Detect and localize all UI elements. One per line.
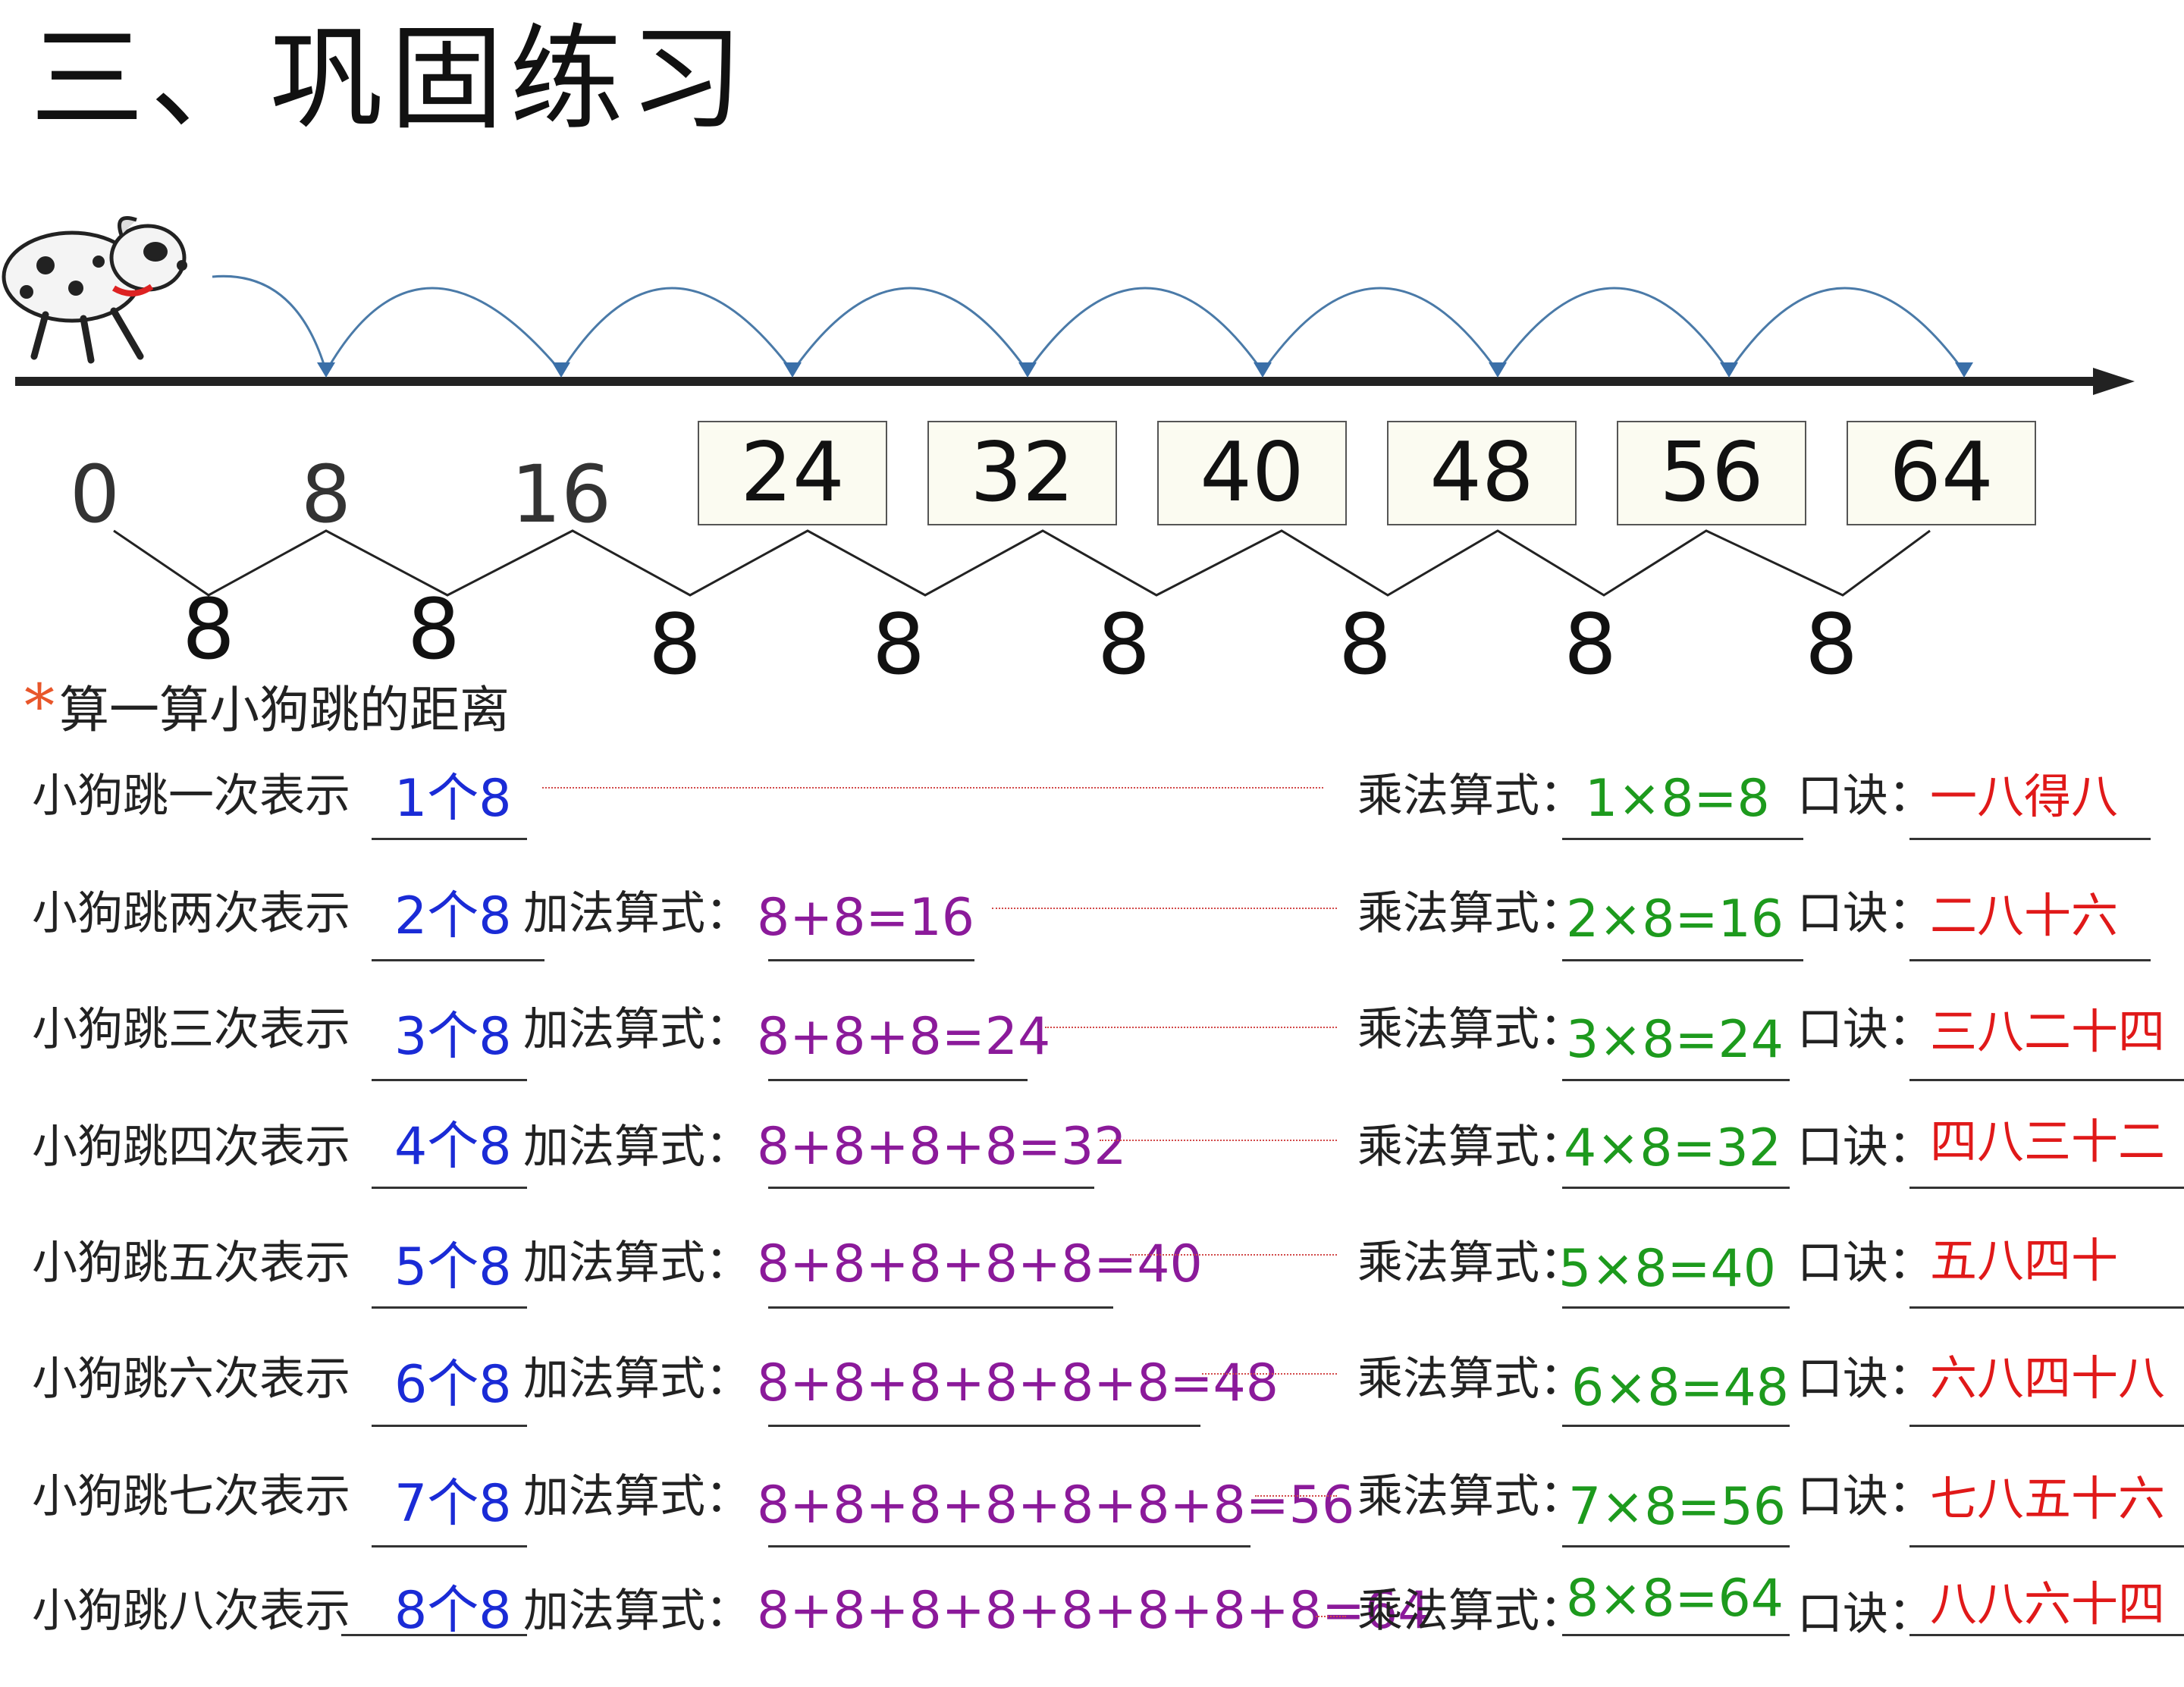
step-label: 8 (872, 596, 925, 693)
page-title: 三、巩固练习 (30, 14, 750, 146)
step-label: 8 (1564, 596, 1617, 693)
row-prefix: 小狗跳四次表示 (32, 1121, 350, 1174)
rhyme-answer: 七八五十六 (1930, 1471, 2166, 1526)
mul-label: 乘法算式： (1357, 770, 1585, 823)
row-prefix: 小狗跳两次表示 (32, 887, 350, 940)
rhyme-answer: 三八二十四 (1930, 1004, 2166, 1059)
row-prefix: 小狗跳七次表示 (32, 1470, 350, 1523)
rhyme-answer: 五八四十 (1930, 1233, 2119, 1288)
rhyme-label: 口诀： (1797, 1588, 1934, 1641)
row-prefix: 小狗跳八次表示 (32, 1585, 350, 1638)
subhead-text: 算一算小狗跳的距离 (59, 681, 510, 739)
add-answer: 8+8=16 (757, 888, 975, 948)
tick-8: 8 (300, 448, 352, 541)
rhyme-label: 口诀： (1797, 1470, 1934, 1523)
mul-answer: 5×8=40 (1558, 1239, 1777, 1299)
count-answer: 4个8 (394, 1117, 512, 1177)
tick-box-32: 32 (927, 421, 1117, 525)
rhyme-label: 口诀： (1797, 1237, 1934, 1290)
mul-answer: 3×8=24 (1566, 1010, 1784, 1070)
exercise-row-5: 小狗跳五次表示 5个8 加法算式： 8+8+8+8+8=40 乘法算式： 5×8… (0, 1234, 2184, 1348)
add-label: 加法算式： (523, 887, 751, 940)
mul-label: 乘法算式： (1357, 1470, 1585, 1523)
row-prefix: 小狗跳五次表示 (32, 1237, 350, 1290)
add-answer: 8+8+8+8=32 (757, 1117, 1127, 1177)
mul-answer: 1×8=8 (1585, 769, 1770, 829)
rhyme-label: 口诀： (1797, 1003, 1934, 1056)
number-line (15, 274, 2135, 597)
count-answer: 3个8 (394, 1007, 512, 1067)
row-prefix: 小狗跳三次表示 (32, 1003, 350, 1056)
rhyme-answer: 六八四十八 (1930, 1350, 2166, 1406)
step-label: 8 (407, 581, 460, 678)
star-icon: * (24, 671, 55, 742)
step-label: 8 (1338, 596, 1392, 693)
count-answer: 8个8 (394, 1581, 512, 1641)
tick-box-40: 40 (1157, 421, 1347, 525)
rhyme-answer: 二八十六 (1930, 888, 2119, 943)
mul-answer: 4×8=32 (1564, 1118, 1782, 1178)
mul-label: 乘法算式： (1357, 1237, 1585, 1290)
add-answer: 8+8+8+8+8+8=48 (757, 1353, 1279, 1413)
count-answer: 1个8 (394, 769, 512, 829)
tick-box-56: 56 (1617, 421, 1806, 525)
add-label: 加法算式： (523, 1353, 751, 1406)
add-answer: 8+8+8+8+8+8+8=56 (757, 1475, 1355, 1535)
rhyme-label: 口诀： (1797, 887, 1934, 940)
add-label: 加法算式： (523, 1003, 751, 1056)
exercise-row-7: 小狗跳七次表示 7个8 加法算式： 8+8+8+8+8+8+8=56 乘法算式：… (0, 1469, 2184, 1583)
dog-icon (2, 216, 187, 364)
exercise-row-3: 小狗跳三次表示 3个8 加法算式： 8+8+8=24 乘法算式： 3×8=24 … (0, 1001, 2184, 1115)
count-answer: 5个8 (394, 1237, 512, 1297)
row-prefix: 小狗跳六次表示 (32, 1353, 350, 1406)
step-label: 8 (1097, 596, 1150, 693)
mul-answer: 7×8=56 (1568, 1477, 1787, 1537)
mul-answer: 8×8=64 (1566, 1569, 1784, 1629)
exercise-row-6: 小狗跳六次表示 6个8 加法算式： 8+8+8+8+8+8=48 乘法算式： 6… (0, 1352, 2184, 1466)
section-subhead: *算一算小狗跳的距离 (24, 676, 510, 737)
step-label: 8 (1805, 596, 1858, 693)
add-answer: 8+8+8+8+8+8+8+8=64 (757, 1581, 1431, 1641)
add-label: 加法算式： (523, 1470, 751, 1523)
tick-box-24: 24 (698, 421, 887, 525)
rhyme-label: 口诀： (1797, 770, 1934, 823)
exercise-row-2: 小狗跳两次表示 2个8 加法算式： 8+8=16 乘法算式： 2×8=16 口诀… (0, 883, 2184, 997)
mul-answer: 6×8=48 (1571, 1358, 1790, 1418)
mul-label: 乘法算式： (1357, 887, 1585, 940)
count-answer: 2个8 (394, 886, 512, 946)
add-label: 加法算式： (523, 1585, 751, 1638)
add-label: 加法算式： (523, 1121, 751, 1174)
row-prefix: 小狗跳一次表示 (32, 770, 350, 823)
exercise-row-1: 小狗跳一次表示 1个8 乘法算式： 1×8=8 口诀： 一八得八 (0, 766, 2184, 880)
add-answer: 8+8+8+8+8=40 (757, 1234, 1203, 1294)
rhyme-label: 口诀： (1797, 1353, 1934, 1406)
arrow-head-icon (2093, 368, 2135, 395)
rhyme-answer: 四八三十二 (1930, 1114, 2166, 1169)
tick-16: 16 (510, 448, 612, 541)
mul-label: 乘法算式： (1357, 1121, 1585, 1174)
exercise-row-8: 小狗跳八次表示 8个8 加法算式： 8+8+8+8+8+8+8+8=64 乘法算… (0, 1573, 2184, 1687)
rhyme-label: 口诀： (1797, 1121, 1934, 1174)
mul-label: 乘法算式： (1357, 1585, 1585, 1638)
add-answer: 8+8+8=24 (757, 1007, 1051, 1067)
count-answer: 6个8 (394, 1355, 512, 1415)
tick-box-64: 64 (1847, 421, 2036, 525)
count-answer: 7个8 (394, 1474, 512, 1534)
rhyme-answer: 八八六十四 (1930, 1576, 2166, 1632)
step-label: 8 (182, 581, 235, 678)
add-label: 加法算式： (523, 1237, 751, 1290)
rhyme-answer: 一八得八 (1930, 769, 2119, 824)
step-label: 8 (648, 596, 701, 693)
mul-label: 乘法算式： (1357, 1353, 1585, 1406)
mul-label: 乘法算式： (1357, 1003, 1585, 1056)
tick-box-48: 48 (1387, 421, 1577, 525)
tick-0: 0 (69, 448, 121, 541)
mul-answer: 2×8=16 (1566, 889, 1784, 949)
exercise-row-4: 小狗跳四次表示 4个8 加法算式： 8+8+8+8=32 乘法算式： 4×8=3… (0, 1117, 2184, 1231)
